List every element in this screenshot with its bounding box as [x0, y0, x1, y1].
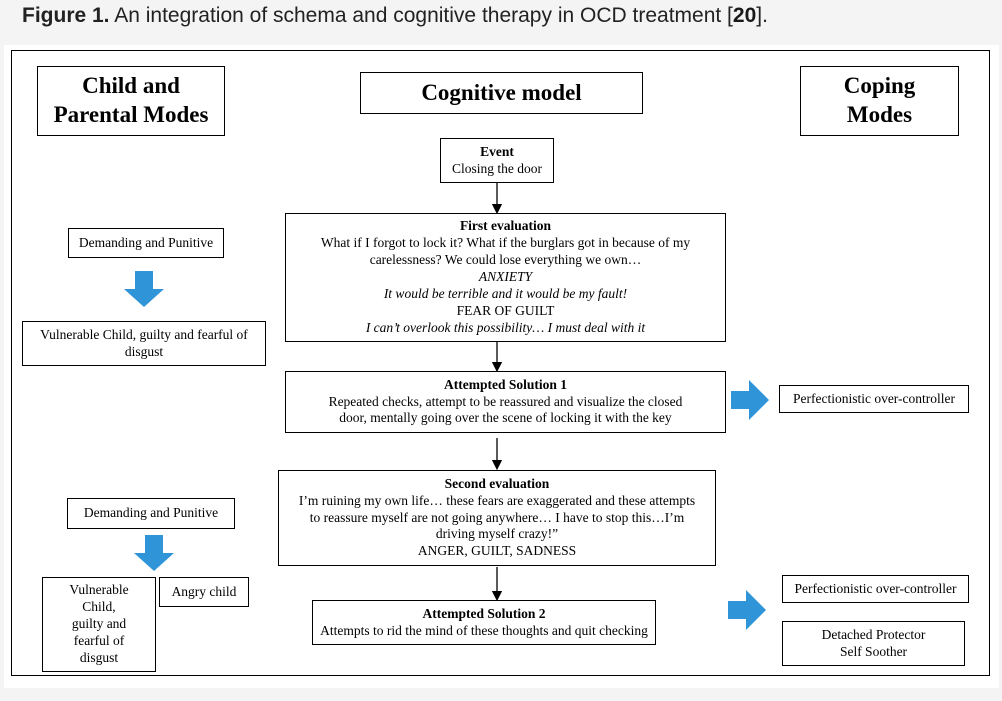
- attempted-solution-1-box: Attempted Solution 1 Repeated checks, at…: [285, 371, 726, 433]
- angry-child-text: Angry child: [171, 583, 237, 599]
- first-evaluation-box: First evaluation What if I forgot to loc…: [285, 213, 726, 342]
- coping-mode-2-text: Perfectionistic over-controller: [794, 580, 957, 596]
- caption-label: Figure 1.: [22, 4, 110, 27]
- coping-mode-3: Detached Protector Self Soother: [782, 621, 965, 666]
- left-top-child-mode: Vulnerable Child, guilty and fearful of …: [22, 321, 266, 366]
- left-top-child-line2: disgust: [124, 343, 164, 359]
- angry-child-mode: Angry child: [159, 577, 249, 607]
- header-cognitive-model: Cognitive model: [360, 72, 643, 114]
- header-left-line2: Parental Modes: [53, 102, 209, 127]
- event-title: Event: [480, 143, 514, 159]
- header-coping-modes: Coping Modes: [800, 66, 959, 136]
- blue-down-arrow-top: [124, 271, 164, 307]
- event-box: Event Closing the door: [440, 138, 554, 183]
- second-evaluation-box: Second evaluation I’m ruining my own lif…: [278, 470, 716, 566]
- header-right-line1: Coping: [843, 73, 916, 99]
- attempted-solution-2-text: Attempts to rid the mind of these though…: [320, 622, 648, 638]
- coping-mode-2: Perfectionistic over-controller: [782, 575, 969, 603]
- left-bottom-child-mode: Vulnerable Child, guilty and fearful of …: [42, 577, 156, 672]
- diagram-figure: Child and Parental Modes Cognitive model…: [4, 45, 999, 688]
- left-bottom-child-line4: fearful of: [73, 632, 125, 648]
- diagram-frame: [11, 50, 990, 676]
- attempted-solution-1-title: Attempted Solution 1: [443, 376, 567, 392]
- caption-text: An integration of schema and cognitive t…: [114, 4, 733, 27]
- header-left-line1: Child and: [82, 73, 180, 99]
- left-top-child-line1: Vulnerable Child, guilty and fearful of: [40, 326, 248, 342]
- first-evaluation-line1: What if I forgot to lock it? What if the…: [320, 235, 691, 251]
- left-bottom-parent-mode: Demanding and Punitive: [67, 498, 235, 529]
- coping-mode-1-text: Perfectionistic over-controller: [792, 390, 956, 406]
- first-evaluation-line2: carelessness? We could lose everything w…: [369, 252, 642, 268]
- first-evaluation-thought2: I can’t overlook this possibility… I mus…: [365, 319, 646, 335]
- first-evaluation-title: First evaluation: [459, 218, 552, 234]
- blue-right-arrow-top: [731, 380, 769, 420]
- second-evaluation-line1: I’m ruining my own life… these fears are…: [298, 492, 696, 508]
- second-evaluation-line3: driving myself crazy!”: [435, 526, 559, 542]
- attempted-solution-2-title: Attempted Solution 2: [422, 605, 546, 621]
- second-evaluation-title: Second evaluation: [444, 475, 550, 491]
- second-evaluation-line2: to reassure myself are not going anywher…: [309, 509, 685, 525]
- header-right-line2: Modes: [846, 102, 913, 127]
- first-evaluation-emotion1: ANXIETY: [478, 269, 533, 285]
- figure-caption: Figure 1. An integration of schema and c…: [22, 4, 768, 28]
- caption-end: ].: [756, 4, 768, 27]
- caption-reference-link[interactable]: 20: [732, 4, 757, 27]
- first-evaluation-emotion2: FEAR OF GUILT: [456, 302, 555, 318]
- attempted-solution-1-line2: door, mentally going over the scene of l…: [339, 410, 672, 426]
- attempted-solution-2-box: Attempted Solution 2 Attempts to rid the…: [312, 600, 656, 645]
- left-bottom-child-line1: Vulnerable: [69, 582, 129, 598]
- coping-mode-3-line1: Detached Protector: [821, 626, 926, 642]
- left-top-parent-text: Demanding and Punitive: [78, 234, 214, 250]
- second-evaluation-emotions: ANGER, GUILT, SADNESS: [417, 543, 577, 559]
- diagram-arrows: [124, 183, 769, 630]
- coping-mode-3-line2: Self Soother: [839, 643, 908, 659]
- left-bottom-child-line5: disgust: [79, 649, 119, 665]
- blue-right-arrow-bottom: [728, 590, 766, 630]
- header-center-text: Cognitive model: [421, 79, 582, 105]
- left-top-parent-mode: Demanding and Punitive: [68, 228, 224, 258]
- attempted-solution-1-line1: Repeated checks, attempt to be reassured…: [328, 393, 683, 409]
- coping-mode-1: Perfectionistic over-controller: [779, 385, 969, 413]
- left-bottom-child-line2: Child,: [82, 599, 116, 615]
- left-bottom-parent-text: Demanding and Punitive: [83, 505, 219, 521]
- header-child-parental-modes: Child and Parental Modes: [37, 66, 225, 136]
- left-bottom-child-line3: guilty and: [71, 616, 127, 632]
- event-text: Closing the door: [452, 160, 542, 176]
- first-evaluation-thought1: It would be terrible and it would be my …: [383, 285, 628, 301]
- blue-down-arrow-bottom: [134, 535, 174, 571]
